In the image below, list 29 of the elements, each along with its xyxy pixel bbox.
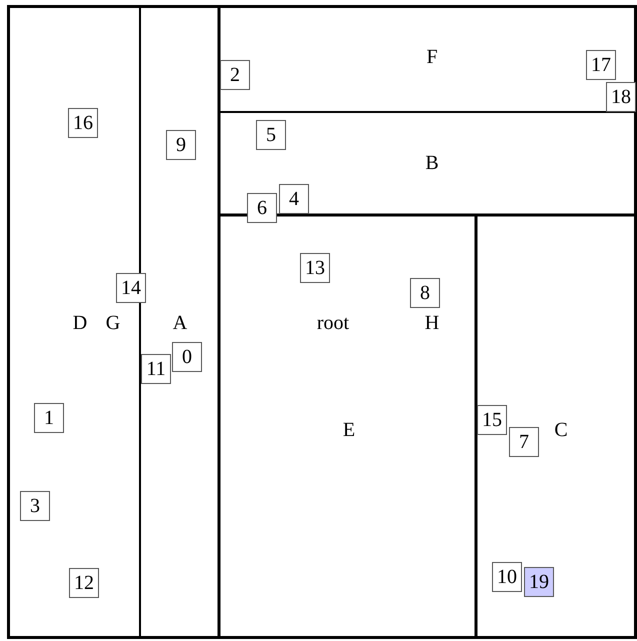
region-label: C bbox=[554, 420, 568, 440]
point-box: 0 bbox=[172, 342, 202, 372]
region-label: A bbox=[172, 313, 188, 333]
region-label: E bbox=[342, 420, 356, 440]
point-box: 15 bbox=[477, 405, 507, 435]
region-label: H bbox=[424, 313, 440, 333]
region-label: root bbox=[316, 313, 350, 333]
point-box: 5 bbox=[256, 120, 286, 150]
region-label: D bbox=[72, 313, 88, 333]
point-box: 12 bbox=[69, 568, 99, 598]
point-box: 17 bbox=[586, 50, 616, 80]
region-label: G bbox=[106, 313, 120, 333]
point-box: 19 bbox=[524, 567, 554, 597]
point-box: 8 bbox=[410, 278, 440, 308]
region-label: F bbox=[426, 47, 438, 67]
point-box: 13 bbox=[300, 253, 330, 283]
point-box: 18 bbox=[606, 82, 636, 112]
point-box: 1 bbox=[34, 403, 64, 433]
point-box: 16 bbox=[68, 108, 98, 138]
point-box: 6 bbox=[247, 193, 277, 223]
point-box: 7 bbox=[509, 427, 539, 457]
point-box: 9 bbox=[166, 130, 196, 160]
point-box: 14 bbox=[116, 273, 146, 303]
point-box: 2 bbox=[220, 60, 250, 90]
point-box: 3 bbox=[20, 491, 50, 521]
point-box: 4 bbox=[279, 184, 309, 214]
region-label: B bbox=[425, 153, 439, 173]
point-box: 10 bbox=[492, 562, 522, 592]
point-box: 11 bbox=[141, 354, 171, 384]
